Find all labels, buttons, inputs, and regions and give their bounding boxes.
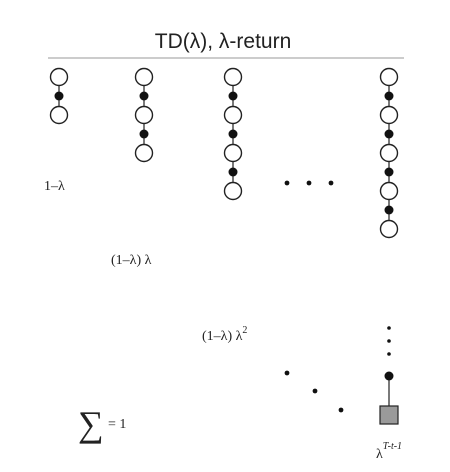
action-node <box>384 205 394 215</box>
action-node <box>139 129 149 139</box>
weight-label-4: λT-t-1 <box>376 441 402 462</box>
weight-label-1: 1–λ <box>44 179 65 194</box>
state-node <box>223 181 243 201</box>
state-node <box>223 67 243 87</box>
horizontal-ellipsis <box>284 180 334 186</box>
terminal-state <box>379 405 399 425</box>
backup-chain-2 <box>134 67 154 163</box>
state-node <box>379 67 399 87</box>
action-node <box>384 167 394 177</box>
weight-label-3: (1–λ) λ2 <box>202 325 247 344</box>
state-node <box>49 67 69 87</box>
state-node <box>134 67 154 87</box>
action-node <box>384 129 394 139</box>
action-node <box>228 129 238 139</box>
action-node <box>54 91 64 101</box>
state-node <box>49 105 69 125</box>
state-node <box>223 143 243 163</box>
action-node <box>384 371 394 381</box>
diagonal-ellipsis <box>284 370 344 413</box>
weight-label-2: (1–λ) λ <box>111 253 152 268</box>
backup-chain-4 <box>379 67 399 425</box>
sum-symbol: ∑ <box>78 404 104 444</box>
action-node <box>139 91 149 101</box>
sum-equals: = 1 <box>108 417 126 432</box>
state-node <box>134 143 154 163</box>
backup-chain-1 <box>49 67 69 125</box>
state-node <box>379 105 399 125</box>
action-node <box>384 91 394 101</box>
state-node <box>379 143 399 163</box>
action-node <box>228 167 238 177</box>
state-node <box>223 105 243 125</box>
diagram-title: TD(λ), λ-return <box>155 30 292 53</box>
state-node <box>379 181 399 201</box>
backup-diagrams <box>49 67 399 425</box>
state-node <box>379 219 399 239</box>
state-node <box>134 105 154 125</box>
backup-chain-3 <box>223 67 243 201</box>
action-node <box>228 91 238 101</box>
vertical-ellipsis <box>387 326 391 356</box>
